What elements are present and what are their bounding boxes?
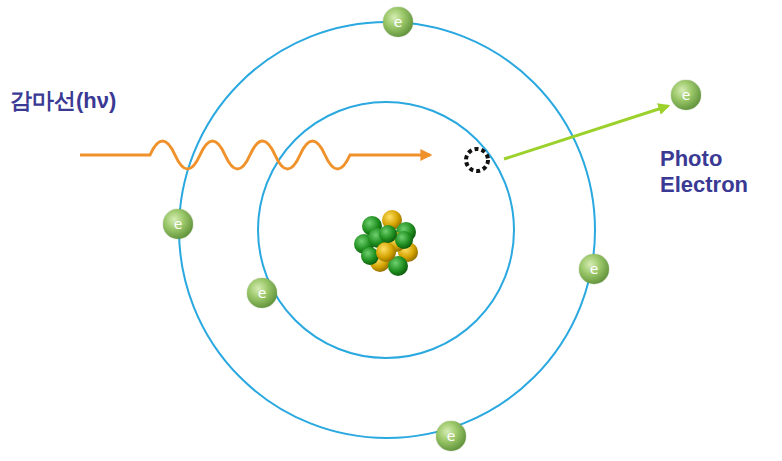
electron: e xyxy=(247,278,277,308)
gamma-ray-wave xyxy=(80,141,430,169)
inner-orbit xyxy=(258,102,514,358)
nucleus xyxy=(354,210,418,276)
gamma-ray-label: 감마선(hν) xyxy=(10,88,210,114)
electron-label: e xyxy=(174,217,183,231)
electron: e xyxy=(163,209,193,239)
electron-label: e xyxy=(682,88,691,102)
electron-label: e xyxy=(394,15,403,29)
ejection-arrow xyxy=(504,106,668,159)
electron-label: e xyxy=(590,262,599,276)
electron: e xyxy=(579,254,609,284)
photo-electron: e xyxy=(671,80,701,110)
photo-electron-label: Photo Electron xyxy=(660,146,778,199)
electron: e xyxy=(436,421,466,451)
electron-vacancy xyxy=(466,149,488,171)
electron: e xyxy=(383,7,413,37)
electron-label: e xyxy=(258,286,267,300)
electron-label: e xyxy=(447,429,456,443)
outer-orbit xyxy=(179,22,595,438)
